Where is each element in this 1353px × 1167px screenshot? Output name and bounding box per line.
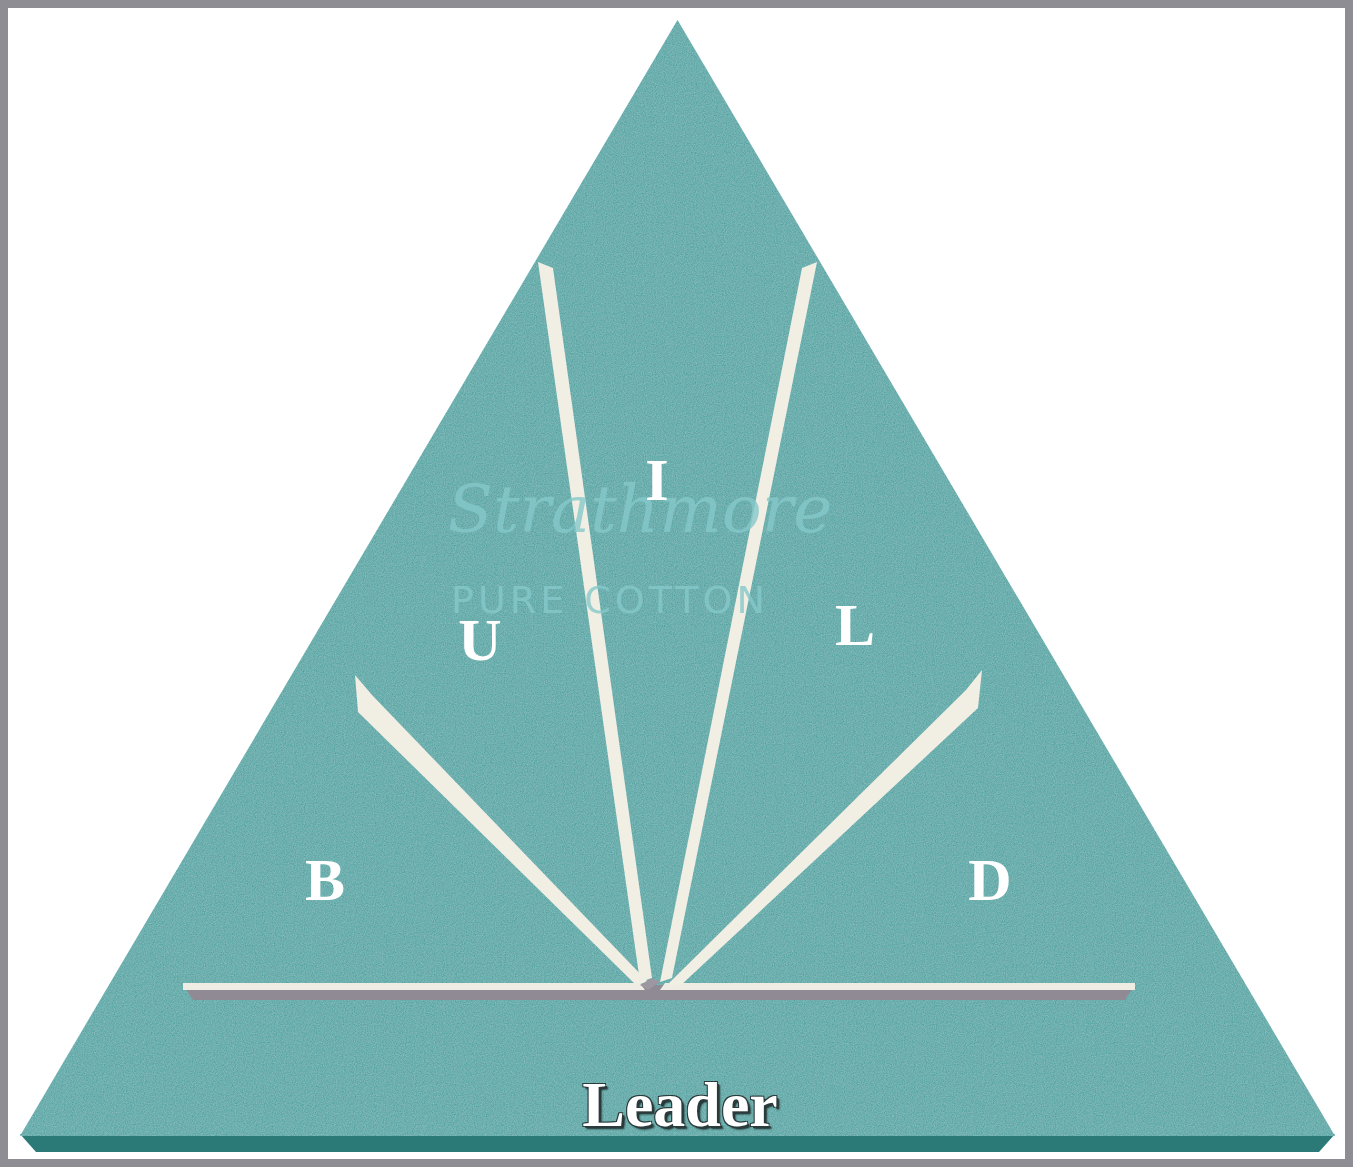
letter-label: I <box>645 450 668 510</box>
letter-label: B <box>305 850 345 910</box>
letter-label: U <box>458 610 501 670</box>
base-label: Leader <box>582 1073 778 1137</box>
letter-label: D <box>968 850 1011 910</box>
watermark: Strathmore <box>448 477 833 543</box>
letter-label: L <box>835 595 875 655</box>
